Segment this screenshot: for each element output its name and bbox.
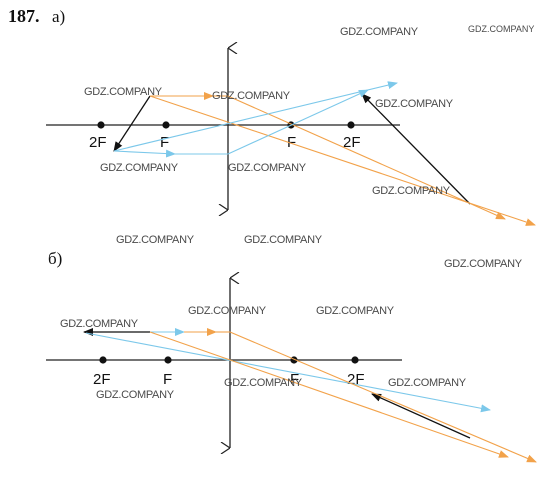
point-2f-left-a <box>97 121 105 129</box>
diagram-part-b: 2F F F 2F <box>46 278 537 463</box>
watermark-text: GDZ.COMPANY <box>340 26 419 38</box>
blue-ray-center-a <box>113 81 398 152</box>
label-2f-right-a: 2F <box>343 134 361 151</box>
orange-ray-center-a <box>149 95 536 226</box>
point-2f-right-a <box>347 121 355 129</box>
label-2f-left-a: 2F <box>89 134 107 151</box>
watermark-text: GDZ.COMPANY <box>84 86 163 98</box>
point-2f-left-b <box>99 356 107 364</box>
orange-ray-refracted-a <box>227 95 506 220</box>
watermark-text: GDZ.COMPANY <box>224 377 303 389</box>
watermark-text: GDZ.COMPANY <box>60 318 139 330</box>
watermark-text: GDZ.COMPANY <box>188 305 267 317</box>
watermark-text: GDZ.COMPANY <box>444 258 523 270</box>
watermark-text: GDZ.COMPANY <box>212 90 291 102</box>
problem-number: 187. <box>8 6 40 26</box>
watermark-text: GDZ.COMPANY <box>372 185 451 197</box>
watermark-text: GDZ.COMPANY <box>316 305 395 317</box>
orange-ray-center-b <box>149 331 509 458</box>
image-arrow-a <box>361 93 471 205</box>
watermark-text: GDZ.COMPANY <box>244 234 323 246</box>
watermark-text: GDZ.COMPANY <box>100 162 179 174</box>
diagram-part-a: 2F F F 2F <box>46 48 536 226</box>
part-b-label: б) <box>48 249 62 268</box>
blue-ray-parallel-a <box>113 149 176 158</box>
blue-ray-refracted-a <box>227 89 369 155</box>
label-f-right-b: F <box>290 371 299 388</box>
image-arrow-b <box>371 393 471 439</box>
watermark-text: GDZ.COMPANY <box>375 98 454 110</box>
point-f-left-b <box>164 356 172 364</box>
object-arrow-a <box>113 95 151 152</box>
watermark-text: GDZ.COMPANY <box>228 162 307 174</box>
point-2f-right-b <box>351 356 359 364</box>
watermark-text: GDZ.COMPANY <box>116 234 195 246</box>
label-f-right-a: F <box>287 134 296 151</box>
blue-ray-through-b <box>85 332 491 413</box>
watermark-text: GDZ.COMPANY <box>468 24 534 34</box>
part-a-label: а) <box>52 7 65 26</box>
label-2f-left-b: 2F <box>93 371 111 388</box>
label-f-left-a: F <box>160 134 169 151</box>
label-f-left-b: F <box>163 371 172 388</box>
watermark-text: GDZ.COMPANY <box>388 377 467 389</box>
orange-ray-refracted-b <box>229 331 537 463</box>
watermarks: GDZ.COMPANY GDZ.COMPANY GDZ.COMPANY GDZ.… <box>60 24 534 401</box>
watermark-text: GDZ.COMPANY <box>96 389 175 401</box>
point-f-left-a <box>162 121 170 129</box>
